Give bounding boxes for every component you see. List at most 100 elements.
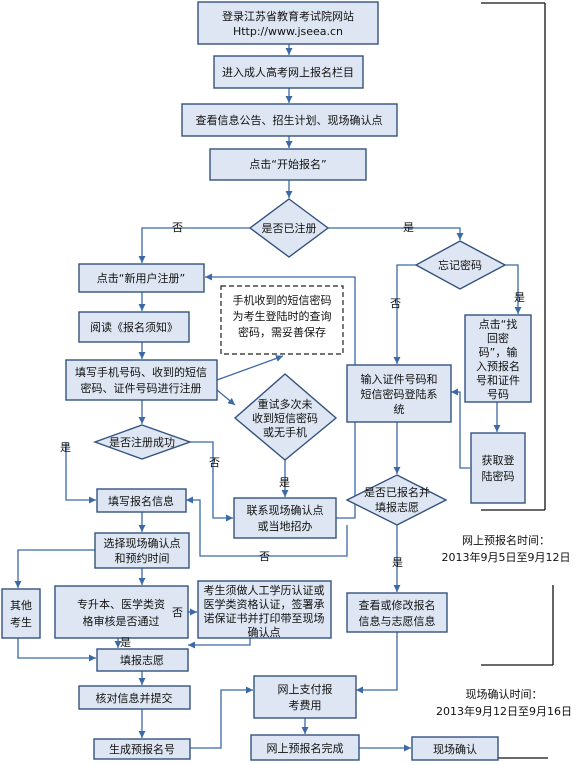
node-choose-point-line2: 和预约时间 bbox=[115, 552, 170, 565]
node-pay-line2: 考费用 bbox=[289, 699, 322, 712]
decision-retry: 重试多次未 收到短信密码 或无手机 bbox=[233, 373, 338, 461]
node-start-label: 点击“开始报名” bbox=[249, 157, 326, 171]
node-must-certify: 考生须做人工学历认证或 医学类资格认证，签署承 诺保证书并打印带至现场 确认点 bbox=[197, 580, 332, 639]
node-read-label: 阅读《报名须知》 bbox=[90, 320, 178, 334]
node-enter-label: 进入成人高考网上报名栏目 bbox=[222, 65, 354, 79]
node-choose-point-line1: 选择现场确认点 bbox=[104, 536, 181, 550]
node-view: 查看信息公告、招生计划、现场确认点 bbox=[181, 103, 398, 137]
label-yes-forgot: 是 bbox=[514, 291, 525, 304]
node-get-password-line2: 陆密码 bbox=[482, 469, 515, 483]
node-login-line1: 登录江苏省教育考试院网站 bbox=[222, 9, 354, 23]
node-check-submit: 核对信息并提交 bbox=[78, 685, 191, 710]
node-enter: 进入成人高考网上报名栏目 bbox=[213, 55, 364, 89]
node-onsite-confirm: 现场确认 bbox=[411, 736, 499, 761]
node-done-label: 网上预报名完成 bbox=[267, 741, 344, 755]
decision-forgot-label: 忘记密码 bbox=[438, 258, 482, 272]
node-read: 阅读《报名须知》 bbox=[78, 311, 190, 343]
label-yes-reg-ok: 是 bbox=[60, 441, 71, 454]
decision-registered-label: 是否已注册 bbox=[262, 221, 317, 235]
label-yes-retry: 是 bbox=[279, 476, 290, 489]
node-fill-phone-line2: 密码、证件号码进行注册 bbox=[81, 381, 202, 395]
decision-registered: 是否已注册 bbox=[248, 198, 330, 258]
label-no-registered: 否 bbox=[172, 221, 183, 234]
note-sms-line1: 手机收到的短信密码 bbox=[233, 293, 332, 307]
node-onsite-confirm-label: 现场确认 bbox=[433, 742, 477, 756]
node-fill-info: 填写报名信息 bbox=[96, 488, 187, 513]
node-modify: 查看或修改报名 信息与志愿信息 bbox=[346, 592, 448, 633]
node-login-system-line2: 短信密码登陆系 bbox=[361, 387, 438, 401]
decision-applied: 是否已报名并 填报志愿 bbox=[345, 474, 448, 526]
node-view-label: 查看信息公告、招生计划、现场确认点 bbox=[196, 113, 383, 127]
node-retrieve-line1: 点击“找 bbox=[479, 317, 518, 331]
node-retrieve-line5: 号和证件 bbox=[476, 374, 520, 387]
node-must-certify-line4: 确认点 bbox=[248, 626, 281, 639]
node-special-check: 专升本、医学类资 格审核是否通过 bbox=[54, 585, 189, 639]
node-contact-line1: 联系现场确认点 bbox=[247, 503, 324, 517]
online-time-dates: 2013年9月5日至9月12日 bbox=[442, 550, 571, 564]
decision-reg-ok-label: 是否注册成功 bbox=[109, 435, 175, 449]
node-fill-phone-line1: 填写手机号码、收到的短信 bbox=[75, 365, 207, 379]
node-contact-line2: 或当地招办 bbox=[258, 519, 313, 533]
node-fill-wish-label: 填报志愿 bbox=[120, 653, 164, 667]
node-retrieve-line3: 码”，输 bbox=[479, 345, 518, 359]
node-login-system: 输入证件号码和 短信密码登陆系 统 bbox=[346, 364, 452, 423]
node-pay-line1: 网上支付报 bbox=[278, 682, 333, 696]
label-no-special: 否 bbox=[172, 606, 183, 619]
label-yes-applied: 是 bbox=[392, 556, 403, 569]
node-login-system-line3: 统 bbox=[394, 403, 405, 416]
node-must-certify-line2: 医学类资格认证，签署承 bbox=[204, 597, 325, 611]
node-gen-number: 生成预报名号 bbox=[93, 738, 191, 760]
label-no-applied: 否 bbox=[259, 550, 270, 563]
node-login-line2: Http://www.jseea.cn bbox=[233, 25, 343, 38]
edge-labels: 否 是 否 是 是 否 是 否 是 否 是 bbox=[60, 221, 525, 649]
node-get-password-line1: 获取登 bbox=[482, 453, 515, 467]
decision-reg-ok: 是否注册成功 bbox=[92, 424, 193, 460]
node-done: 网上预报名完成 bbox=[250, 734, 360, 761]
node-other-line2: 考生 bbox=[10, 615, 32, 629]
node-retrieve: 点击“找 回密 码”，输 入预报名 号和证件 号码 bbox=[464, 314, 532, 403]
label-no-reg-ok: 否 bbox=[209, 456, 220, 469]
decision-retry-line3: 或无手机 bbox=[263, 425, 307, 439]
node-login-system-line1: 输入证件号码和 bbox=[361, 372, 438, 386]
node-login: 登录江苏省教育考试院网站 Http://www.jseea.cn bbox=[197, 1, 379, 45]
node-contact: 联系现场确认点 或当地招办 bbox=[233, 497, 337, 539]
node-new-user: 点击“新用户注册” bbox=[78, 263, 205, 293]
node-must-certify-line1: 考生须做人工学历认证或 bbox=[204, 583, 325, 597]
node-new-user-label: 点击“新用户注册” bbox=[97, 271, 185, 285]
decision-applied-line1: 是否已报名并 bbox=[364, 485, 430, 499]
onsite-time-title: 现场确认时间： bbox=[466, 687, 543, 701]
label-no-forgot: 否 bbox=[390, 297, 401, 310]
node-get-password: 获取登 陆密码 bbox=[470, 432, 526, 504]
decision-applied-line2: 填报志愿 bbox=[375, 500, 419, 514]
decision-forgot: 忘记密码 bbox=[414, 240, 507, 290]
node-fill-info-label: 填写报名信息 bbox=[108, 494, 174, 508]
node-modify-line2: 信息与志愿信息 bbox=[359, 614, 436, 628]
side-notes: 网上预报名时间： 2013年9月5日至9月12日 现场确认时间： 2013年9月… bbox=[436, 533, 572, 718]
node-other-line1: 其他 bbox=[10, 599, 32, 612]
note-sms-line2: 为考生登陆时的查询 bbox=[233, 309, 332, 323]
node-pay: 网上支付报 考费用 bbox=[253, 675, 357, 719]
label-yes-special: 是 bbox=[120, 636, 131, 649]
label-yes-registered: 是 bbox=[403, 221, 414, 234]
decision-retry-line1: 重试多次未 bbox=[258, 397, 313, 411]
note-sms-line3: 密码，需妥善保存 bbox=[238, 325, 326, 339]
node-special-check-line1: 专升本、医学类资 bbox=[77, 597, 165, 611]
node-retrieve-line4: 入预报名 bbox=[476, 359, 520, 373]
note-sms: 手机收到的短信密码 为考生登陆时的查询 密码，需妥善保存 bbox=[220, 285, 344, 355]
node-fill-wish: 填报志愿 bbox=[96, 648, 189, 672]
decision-retry-line2: 收到短信密码 bbox=[252, 411, 318, 425]
node-fill-phone: 填写手机号码、收到的短信 密码、证件号码进行注册 bbox=[65, 359, 218, 401]
node-choose-point: 选择现场确认点 和预约时间 bbox=[94, 532, 190, 569]
node-special-check-line2: 格审核是否通过 bbox=[83, 614, 160, 628]
node-modify-line1: 查看或修改报名 bbox=[359, 598, 436, 612]
online-time-title: 网上预报名时间： bbox=[462, 533, 550, 547]
node-other: 其他 考生 bbox=[1, 588, 41, 639]
node-start: 点击“开始报名” bbox=[209, 148, 367, 181]
onsite-time-dates: 2013年9月12日至9月16日 bbox=[436, 704, 572, 718]
node-must-certify-line3: 诺保证书并打印带至现场 bbox=[204, 611, 325, 625]
node-retrieve-line6: 号码 bbox=[487, 388, 509, 401]
node-retrieve-line2: 回密 bbox=[487, 331, 509, 345]
node-gen-number-label: 生成预报名号 bbox=[109, 742, 175, 756]
connectors bbox=[14, 44, 522, 752]
